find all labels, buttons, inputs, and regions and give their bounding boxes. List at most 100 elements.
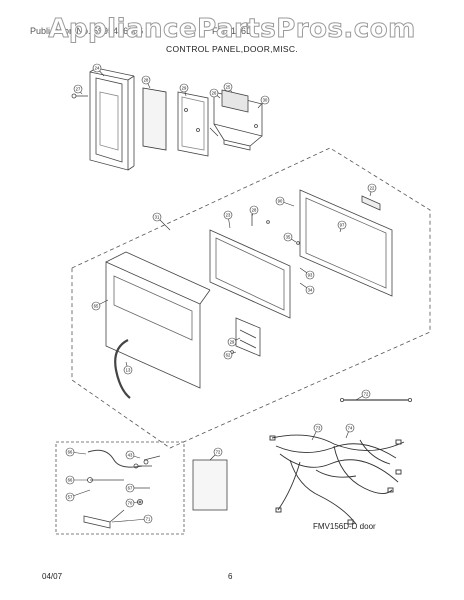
callout-circle xyxy=(143,514,153,524)
callout-circle xyxy=(152,212,162,222)
model-number: FMV156D xyxy=(212,26,253,36)
callout-number: 34 xyxy=(308,288,313,293)
callout-circle xyxy=(213,447,223,457)
callout-17: 29 xyxy=(227,337,241,347)
callout-2: 27 xyxy=(73,84,83,95)
callout-circle xyxy=(227,337,237,347)
callout-circle xyxy=(260,95,270,105)
callout-13: 97 xyxy=(337,220,347,233)
callout-30: 73 xyxy=(311,423,323,441)
callout-14: 35 xyxy=(283,232,297,243)
diagram-caption: FMV156D-D door xyxy=(313,522,376,531)
callout-number: 66 xyxy=(68,478,73,483)
callout-number: 31 xyxy=(155,215,160,220)
manual-part xyxy=(192,459,228,511)
callout-10: 23 xyxy=(223,210,233,229)
callout-29: 72 xyxy=(355,389,371,401)
callout-circle xyxy=(125,498,135,508)
callout-circle xyxy=(361,389,371,399)
callout-1: 24 xyxy=(92,63,105,77)
callout-31: 74 xyxy=(345,423,355,439)
callout-circle xyxy=(209,88,219,98)
callout-6: 25 xyxy=(223,82,233,93)
callout-number: 30 xyxy=(263,98,268,103)
callout-circle xyxy=(125,450,135,460)
callout-9: 31 xyxy=(152,212,171,231)
callout-circle xyxy=(141,75,151,85)
callout-circle xyxy=(125,483,135,493)
callout-circle xyxy=(123,365,133,375)
callout-circle xyxy=(283,232,293,242)
callout-circle xyxy=(91,301,101,311)
callout-circle xyxy=(337,220,347,230)
control-panel-group xyxy=(71,67,263,171)
callout-number: 35 xyxy=(286,235,291,240)
callout-15: 93 xyxy=(299,267,315,280)
callout-3: 28 xyxy=(141,75,151,89)
footer-page-number: 6 xyxy=(228,572,233,581)
callout-16: 34 xyxy=(299,282,315,295)
callout-number: 23 xyxy=(226,213,231,218)
door-assembly-group xyxy=(71,147,431,449)
callout-23: 66 xyxy=(65,475,88,485)
callout-circle xyxy=(223,350,233,360)
callout-number: 22 xyxy=(370,186,375,191)
callout-24: 57 xyxy=(65,489,91,502)
callout-19: 13 xyxy=(123,361,133,375)
callout-number: 26 xyxy=(212,91,217,96)
callout-number: 72 xyxy=(364,392,369,397)
callout-circle xyxy=(92,63,102,73)
callout-number: 73 xyxy=(316,426,321,431)
callout-number: 28 xyxy=(252,208,257,213)
callout-number: 27 xyxy=(76,87,81,92)
callout-number: 90 xyxy=(278,199,283,204)
callout-number: 28 xyxy=(144,78,149,83)
callout-circle xyxy=(345,423,355,433)
callout-number: 65 xyxy=(94,304,99,309)
callout-11: 28 xyxy=(249,205,259,217)
callout-circle xyxy=(367,183,377,193)
page-title: CONTROL PANEL,DOOR,MISC. xyxy=(166,44,298,54)
callout-number: 29 xyxy=(182,86,187,91)
callout-number: 74 xyxy=(348,426,353,431)
footer-date: 04/07 xyxy=(42,572,63,581)
callout-28: 72 xyxy=(209,447,223,461)
callout-number: 57 xyxy=(68,495,73,500)
callout-number: 67 xyxy=(128,486,133,491)
callout-number: 70 xyxy=(128,501,133,506)
callout-layer: 24 27 28 29 26 25 30 22 31 23 28 90 97 35 93 34 29 62 13 65… xyxy=(65,63,377,524)
wire-harness xyxy=(269,434,405,525)
callout-circle xyxy=(313,423,323,433)
parts-bag-group xyxy=(55,441,185,535)
callout-number: 66 xyxy=(68,450,73,455)
callout-circle xyxy=(73,84,83,94)
callout-4: 29 xyxy=(179,83,189,97)
callout-circle xyxy=(65,492,75,502)
callout-circle xyxy=(65,447,75,457)
callout-number: 93 xyxy=(308,273,313,278)
callout-18: 62 xyxy=(223,350,237,360)
callout-20: 65 xyxy=(91,299,109,311)
callout-number: 25 xyxy=(226,85,231,90)
callout-7: 30 xyxy=(257,95,270,109)
callout-circle xyxy=(249,205,259,215)
callout-number: 13 xyxy=(126,368,131,373)
callout-circle xyxy=(223,82,233,92)
callout-circle xyxy=(223,210,233,220)
callout-number: 72 xyxy=(216,450,221,455)
callout-leader xyxy=(111,518,149,523)
callout-circle xyxy=(305,285,315,295)
callout-25: 67 xyxy=(125,483,135,493)
callout-circle xyxy=(65,475,75,485)
callout-12: 90 xyxy=(275,196,295,207)
callout-5: 26 xyxy=(209,88,221,99)
callout-number: 62 xyxy=(226,353,231,358)
rod-part xyxy=(339,397,412,402)
callout-number: 71 xyxy=(146,517,151,522)
callout-number: 43 xyxy=(128,453,133,458)
callout-number: 29 xyxy=(230,340,235,345)
callout-27: 71 xyxy=(111,514,153,524)
callout-circle xyxy=(275,196,285,206)
callout-number: 24 xyxy=(95,66,100,71)
